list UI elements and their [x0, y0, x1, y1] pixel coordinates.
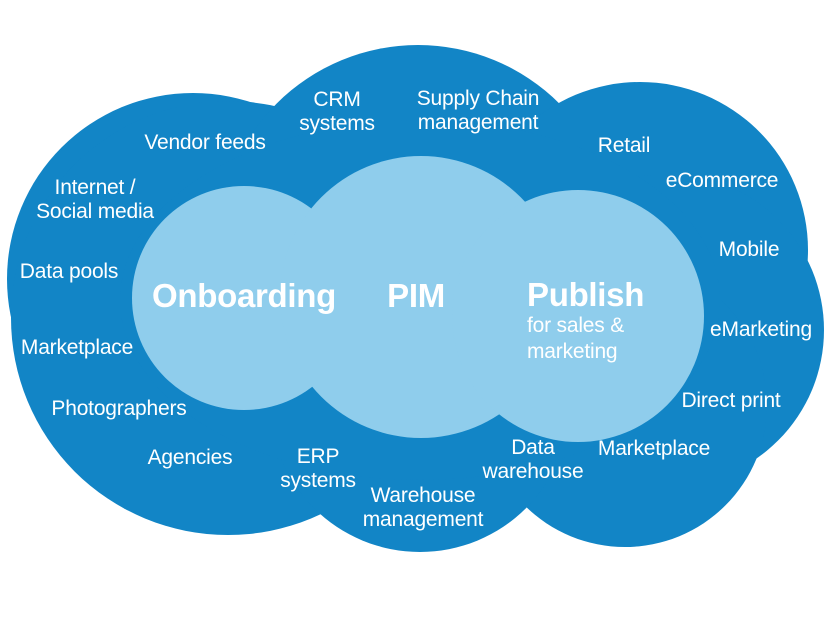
label-erp-systems: ERP systems [280, 445, 356, 492]
label-publish-block: Publish for sales & marketing [527, 277, 644, 365]
label-marketplace-left: Marketplace [20, 336, 134, 359]
label-vendor-feeds: Vendor feeds [144, 131, 266, 154]
label-ecommerce: eCommerce [665, 169, 779, 192]
label-direct-print: Direct print [681, 389, 781, 412]
label-onboarding: Onboarding [152, 277, 336, 314]
inner-cloud-lobe-publish [452, 190, 704, 442]
label-emarketing: eMarketing [710, 318, 812, 341]
label-internet-social-media: Internet / Social media [36, 176, 154, 223]
label-warehouse-management: Warehouse management [362, 484, 484, 531]
label-data-warehouse: Data warehouse [482, 436, 584, 483]
label-pim: PIM [387, 277, 445, 314]
label-publish-subtitle: for sales & marketing [527, 314, 625, 363]
inner-cloud [132, 156, 704, 442]
label-photographers: Photographers [51, 397, 187, 420]
label-data-pools: Data pools [19, 260, 119, 283]
label-crm-systems: CRM systems [299, 88, 375, 135]
label-supply-chain-management: Supply Chain management [416, 87, 540, 134]
label-retail: Retail [597, 134, 651, 157]
label-agencies: Agencies [147, 446, 233, 469]
label-marketplace-right: Marketplace [597, 437, 711, 460]
label-publish: Publish [527, 276, 645, 313]
label-mobile: Mobile [718, 238, 780, 261]
